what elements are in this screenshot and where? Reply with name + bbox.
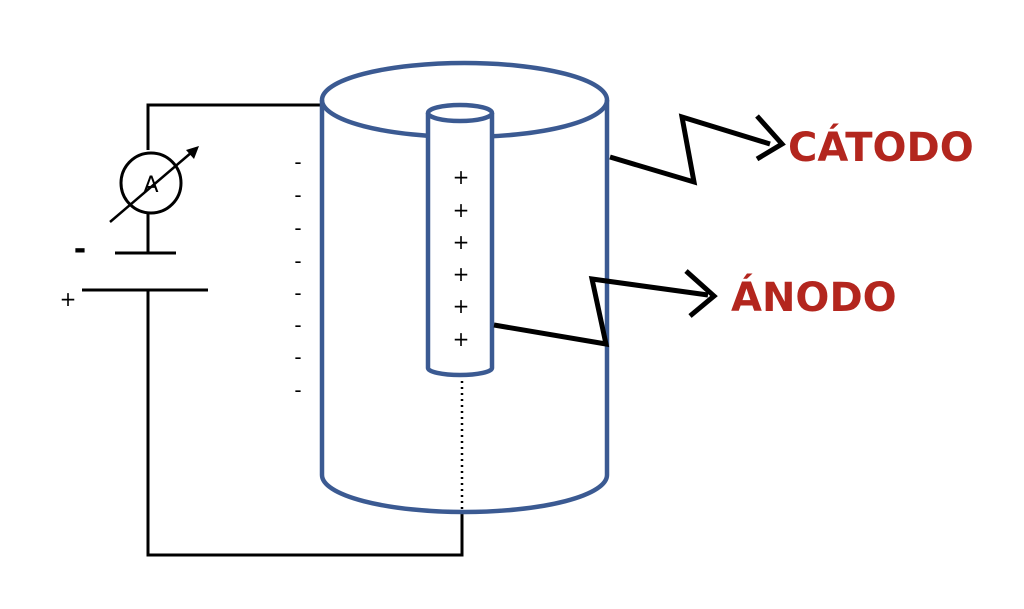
- ammeter-arrowhead: [186, 146, 199, 159]
- anode-arrowhead: [684, 269, 718, 318]
- negative-charge: -: [294, 345, 301, 369]
- negative-charge: -: [294, 378, 301, 402]
- ammeter-label: A: [143, 173, 158, 198]
- positive-charge: +: [453, 230, 470, 254]
- negative-charge: -: [294, 183, 301, 207]
- negative-charge: -: [294, 281, 301, 305]
- positive-charge: +: [453, 294, 470, 318]
- battery: - +: [60, 232, 208, 311]
- top-wire: [146, 103, 322, 150]
- bottom-wire: [146, 290, 464, 557]
- negative-charge: -: [294, 313, 301, 337]
- rod-top-ellipse: [425, 102, 495, 124]
- negative-charges: - - - - - - - -: [294, 150, 301, 402]
- positive-charge: +: [453, 327, 470, 351]
- battery-negative-sign: -: [74, 232, 86, 267]
- anode-label: ÁNODO: [731, 273, 897, 321]
- anode-arrow: [493, 269, 718, 348]
- negative-charge: -: [294, 216, 301, 240]
- cylinder-bottom-edge: [319, 474, 610, 515]
- cathode-arrow: [609, 113, 786, 186]
- negative-charge: -: [294, 249, 301, 273]
- anode-rod: [425, 102, 495, 378]
- cathode-arrowhead: [755, 114, 786, 162]
- positive-charge: +: [453, 165, 470, 189]
- positive-charges: + + + + + +: [453, 165, 470, 351]
- rod-bottom-edge: [425, 367, 495, 378]
- positive-charge: +: [453, 198, 470, 222]
- ammeter-needle-arrow: [109, 151, 193, 223]
- battery-positive-sign: +: [60, 287, 77, 311]
- cathode-label: CÁTODO: [788, 123, 974, 171]
- positive-charge: +: [453, 262, 470, 286]
- ammeter: A: [109, 146, 199, 223]
- negative-charge: -: [294, 150, 301, 174]
